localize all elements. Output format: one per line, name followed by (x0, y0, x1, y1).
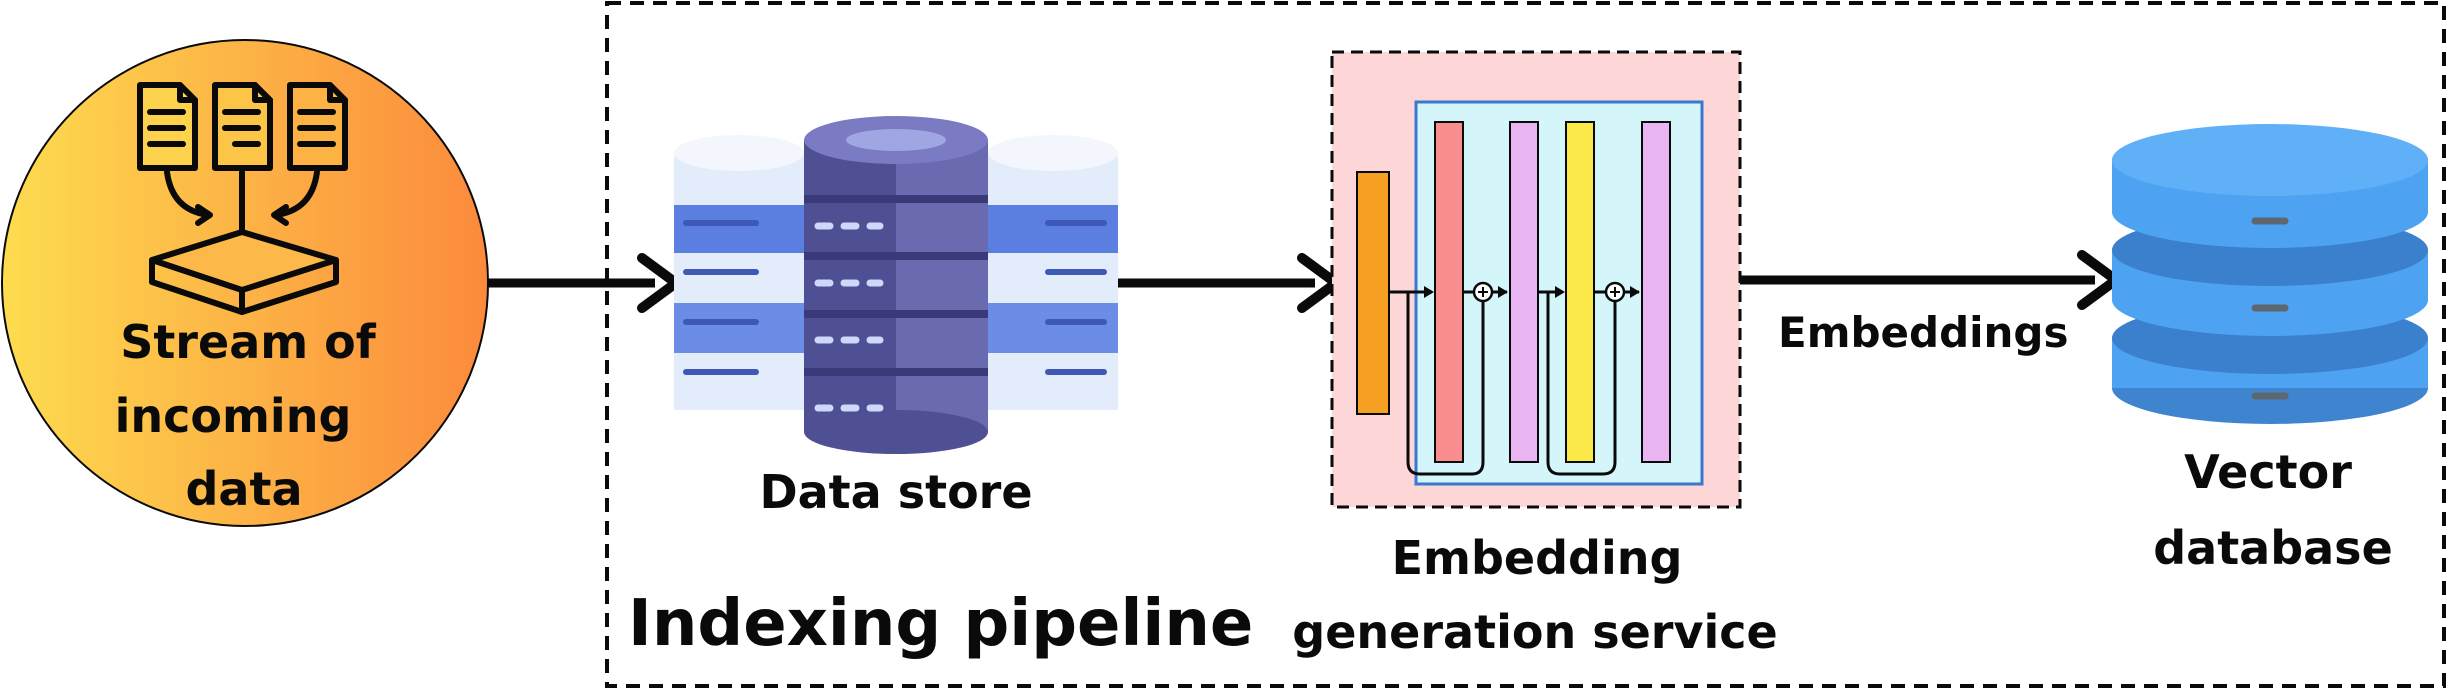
data-store-node: Data store (674, 116, 1118, 519)
source-label-line-2: incoming (115, 389, 352, 443)
source-node: Stream of incoming data (1, 39, 489, 527)
server-left (674, 135, 804, 410)
source-label-line-3: data (186, 462, 303, 516)
indexing-pipeline-title: Indexing pipeline (628, 587, 1253, 661)
arrow-source-to-datastore (488, 253, 681, 313)
server-front (804, 116, 988, 454)
embedding-service-node: Embedding generation service (1292, 50, 1778, 659)
data-store-label: Data store (759, 465, 1032, 519)
indexing-pipeline-boundary (605, 1, 2446, 688)
database-servers-icon (674, 116, 1118, 454)
service-label-line-1: Embedding (1392, 531, 1683, 585)
stacked-database-icon (2112, 124, 2428, 424)
add-node-icon (1472, 281, 1494, 303)
source-label-line-1: Stream of (120, 315, 377, 369)
add-node-icon (1604, 281, 1626, 303)
vector-db-label-line-2: database (2153, 521, 2393, 575)
vector-db-label-line-1: Vector (2184, 445, 2352, 499)
arrow-service-to-vectordb (1740, 250, 2121, 310)
arrow-datastore-to-service (1118, 253, 1341, 313)
vector-db-node: Vector database (2112, 124, 2428, 575)
embeddings-edge-label: Embeddings (1778, 308, 2069, 357)
documents-into-tray-icon (137, 82, 348, 315)
neural-network-layers-icon (1356, 100, 1704, 486)
service-label-line-2: generation service (1292, 605, 1777, 659)
server-right (988, 135, 1118, 410)
